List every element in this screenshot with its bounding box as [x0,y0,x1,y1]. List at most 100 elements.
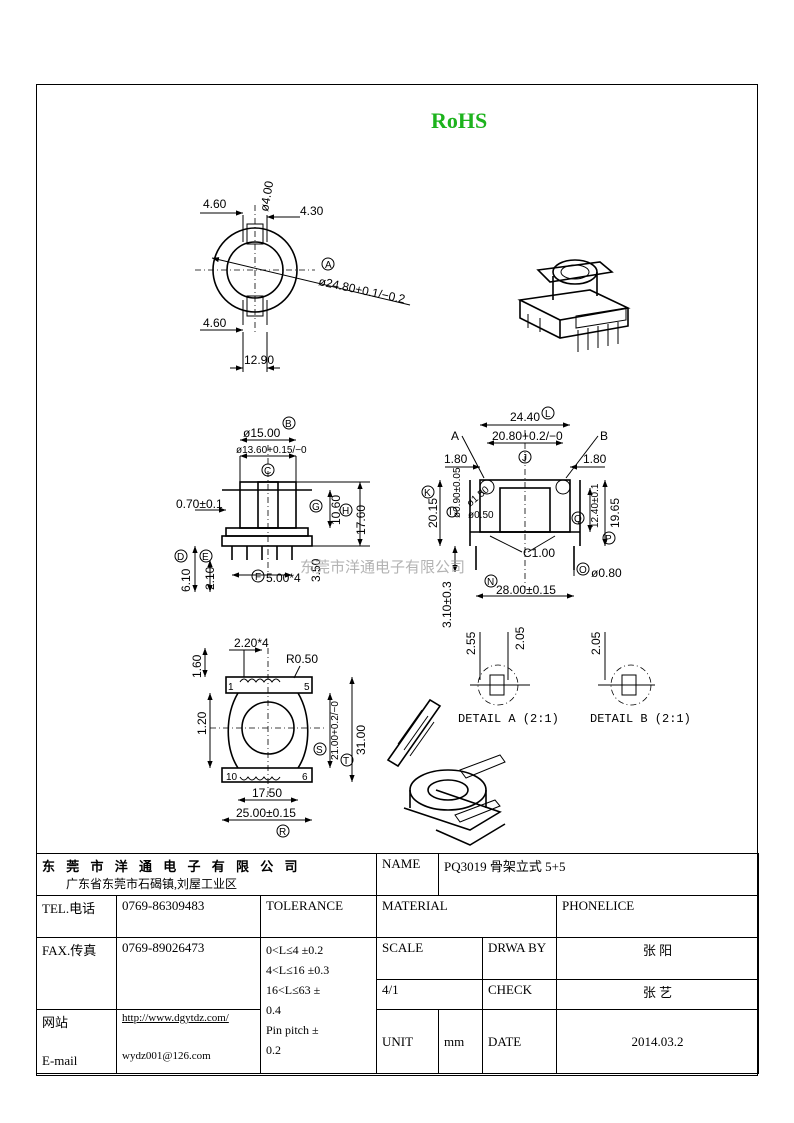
fax-label: FAX.传真 [36,937,117,1010]
balloon-d: D [177,552,184,563]
drawing-frame [36,84,758,1076]
balloon-t: T [343,756,349,767]
balloon-i: I [449,507,452,518]
dim-side-inner: 20.80+0.2/−0 [492,429,563,443]
detail-a-dim-2: 2.05 [513,626,527,650]
date-label: DATE [482,1009,557,1074]
dim-side-left-gap: 1.80 [444,452,468,466]
company-address: 广东省东莞市石碣镇,刘屋工业区 [66,877,238,891]
company-cell: 东 莞 市 洋 通 电 子 有 限 公 司 广东省东莞市石碣镇,刘屋工业区 [36,853,377,896]
balloon-g: G [312,502,320,513]
dim-pin-protrusion: 3.10±0.3 [440,581,454,628]
balloon-e: E [202,552,209,563]
detail-a-title: DETAIL A (2:1) [458,712,559,726]
side-view: 24.40 L A B 20.80+0.2/−0 J 1.80 1.80 20.… [421,406,622,628]
dim-side-height: 20.15 [426,498,440,528]
dim-pin-top: 1.60 [190,654,204,678]
scale-label: SCALE [376,937,483,980]
dim-pin-stub: 2.10 [203,566,217,590]
tolerance-table: 0<L≤4 ±0.2 4<L≤16 ±0.3 16<L≤63 ± 0.4 Pin… [260,937,377,1074]
dim-side-width: 24.40 [510,410,540,424]
balloon-o: O [579,565,587,576]
dim-pin-pitch: 5.00*4 [266,571,301,585]
dim-flange-gap: 1.20 [195,711,209,735]
balloon-c: C [264,466,271,477]
pin-no-5: 5 [304,682,310,693]
tolerance-label: TOLERANCE [260,895,377,938]
detail-a-callout: A [451,429,459,443]
balloon-q: Q [574,514,582,525]
dim-pin-dia: ø0.80 [591,566,622,580]
dim-width: 12.90 [244,353,274,367]
name-label: NAME [376,853,439,896]
check-value: 张 艺 [556,979,759,1010]
material-label: MATERIAL [376,895,557,938]
balloon-a: A [325,260,332,271]
dim-radius: R0.50 [286,652,318,666]
balloon-h: H [342,506,349,517]
web-email-label-cell: 网站 E-mail [36,1009,117,1074]
web-label: 网站 [42,1015,69,1030]
balloon-r: R [279,827,286,838]
name-value: PQ3019 骨架立式 5+5 [438,853,759,896]
dim-inner-height: 10.60 [329,495,343,525]
balloon-k: K [424,488,431,499]
top-view: 4.60 ø4.00 4.30 A ø24.80+0.1/−0.2 4.60 1… [195,180,411,372]
title-block: 东 莞 市 洋 通 电 子 有 限 公 司 广东省东莞市石碣镇,刘屋工业区 NA… [36,853,759,1074]
balloon-n: N [487,577,494,588]
balloon-s: S [316,745,323,756]
company-name: 东 莞 市 洋 通 电 子 有 限 公 司 [42,859,302,874]
isometric-view-2 [386,698,506,846]
dim-side-right-gap: 1.80 [583,452,607,466]
front-view: ø15.00 B ø13.60+0.15/−0 C 0.70±0.1 10.60… [174,416,370,592]
check-label: CHECK [482,979,557,1010]
pin-no-10: 10 [226,772,238,783]
detail-b-dim-1: 2.05 [589,631,603,655]
dim-front-dia: ø15.00 [243,426,281,440]
detail-b-title: DETAIL B (2:1) [590,712,691,726]
dim-slot-dia: ø4.00 [257,180,276,213]
dim-top-left: 4.60 [203,197,227,211]
detail-b: 2.05 DETAIL B (2:1) [589,631,691,726]
dim-side-full: 19.65 [608,498,622,528]
dim-hole-dia: ø0.90±0.05 [452,467,463,518]
dim-bottom-height: 31.00 [354,725,368,755]
pin-no-6: 6 [302,772,308,783]
technical-drawing: 4.60 ø4.00 4.30 A ø24.80+0.1/−0.2 4.60 1… [174,180,691,846]
dim-pin-length: 6.10 [179,568,193,592]
balloon-j: J [522,453,527,464]
email-label: E-mail [42,1053,78,1068]
web-link[interactable]: http://www.dgytdz.com/ [122,1012,229,1024]
detail-a-dim-1: 2.55 [464,631,478,655]
drawn-by-value: 张 阳 [556,937,759,980]
email-value: wydz001@126.com [122,1050,211,1062]
drawn-by-label: DRWA BY [482,937,557,980]
balloon-l: L [545,409,551,420]
dim-front-inner-dia: ø13.60+0.15/−0 [236,445,307,456]
detail-b-callout: B [600,429,608,443]
web-email-value-cell: http://www.dgytdz.com/ wydz001@126.com [116,1009,261,1074]
isometric-view-1 [517,259,631,352]
dim-core-height: 12.40±0.1 [590,483,601,528]
dim-flange-dia: ø24.80+0.1/−0.2 [317,274,406,306]
tel-value: 0769-86309483 [116,895,261,938]
balloon-b: B [285,419,292,430]
dim-top-right: 4.30 [300,204,324,218]
dim-boss-dia: ø1.50 [465,484,492,509]
dim-total-height: 17.60 [354,505,368,535]
date-value: 2014.03.2 [556,1009,759,1074]
dim-pin-span: 28.00±0.15 [496,583,556,597]
watermark: 东莞市洋通电子有限公司 [300,558,465,576]
detail-a: 2.55 2.05 DETAIL A (2:1) [458,626,559,726]
balloon-f: F [255,572,261,583]
scale-value: 4/1 [376,979,483,1010]
dim-wall: 0.70±0.1 [176,497,223,511]
dim-chamfer: C1.00 [523,546,555,560]
pin-no-1: 1 [228,682,234,693]
balloon-p: P [605,534,612,545]
phonelice-label: PHONELICE [556,895,759,938]
dim-bottom-width: 25.00±0.15 [236,806,296,820]
dim-bottom-inner: 21.00+0.2/−0 [330,701,341,760]
fax-value: 0769-89026473 [116,937,261,1010]
unit-value: mm [438,1009,483,1074]
